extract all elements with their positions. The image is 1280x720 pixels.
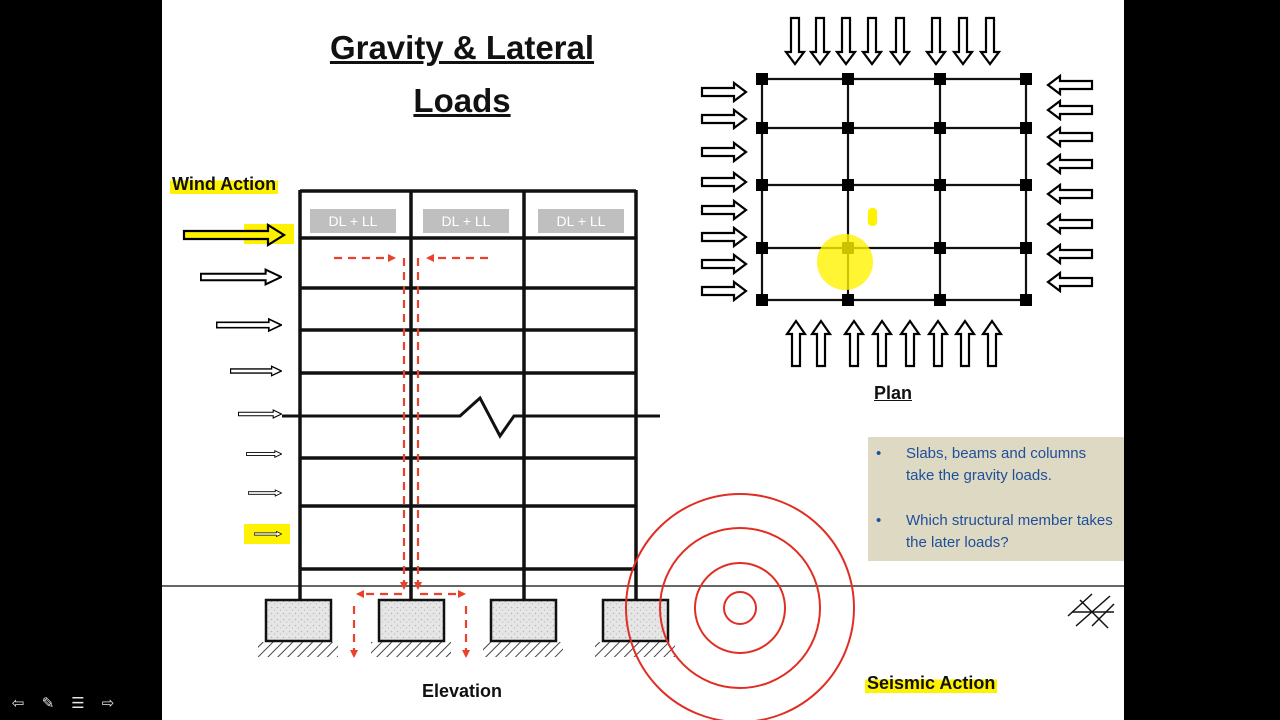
structural-diagram: [162, 16, 1124, 720]
page-title-line-1: Gravity & Lateral: [329, 29, 595, 66]
gravity-load-path: [334, 254, 488, 658]
plan-arrows-left: [700, 80, 748, 303]
left-arrow-icon: [1046, 242, 1094, 266]
wind-arrow-icon: [246, 449, 282, 459]
slideshow-controls: ⇦ ✎ ☰ ⇨: [8, 694, 118, 712]
arrow-right-icon[interactable]: ⇨: [101, 695, 115, 712]
elevation-frame: [298, 189, 638, 600]
down-arrow-icon: [951, 16, 975, 66]
menu-icon[interactable]: ☰: [71, 695, 85, 712]
footing: [258, 598, 338, 657]
up-arrow-icon: [842, 319, 866, 368]
notes-box: Slabs, beams and columns take the gravit…: [868, 437, 1124, 561]
cursor-highlight: [817, 234, 873, 290]
down-arrow-icon: [808, 16, 832, 66]
left-arrow-icon: [1046, 73, 1094, 97]
notes-list: Slabs, beams and columns take the gravit…: [876, 443, 1114, 554]
right-arrow-icon: [700, 140, 748, 164]
scribble-mark: [1067, 593, 1115, 629]
wind-arrow-icon: [248, 488, 282, 498]
left-arrow-icon: [1046, 270, 1094, 294]
right-arrow-icon: [700, 198, 748, 222]
left-arrow-icon: [1046, 98, 1094, 122]
right-arrow-icon: [700, 279, 748, 303]
wind-arrow-icon: [200, 268, 282, 286]
note-bullet: Slabs, beams and columns take the gravit…: [876, 443, 1114, 487]
down-arrow-icon: [924, 16, 948, 66]
up-arrow-icon: [980, 319, 1004, 368]
right-arrow-icon: [700, 107, 748, 131]
up-arrow-icon: [809, 319, 833, 368]
down-arrow-icon: [978, 16, 1002, 66]
wind-arrow-icon: [230, 365, 282, 377]
left-arrow-icon: [1046, 212, 1094, 236]
left-arrow-icon: [1046, 182, 1094, 206]
right-arrow-icon: [700, 80, 748, 104]
down-arrow-icon: [860, 16, 884, 66]
down-arrow-icon: [888, 16, 912, 66]
footings: [258, 598, 675, 657]
plan-columns: [756, 73, 1032, 306]
page-title-line-2: Loads: [413, 82, 511, 119]
up-arrow-icon: [953, 319, 977, 368]
floor-load-label: DL + LL: [310, 209, 396, 233]
right-arrow-icon: [700, 252, 748, 276]
plan-label: Plan: [874, 383, 913, 403]
wind-arrow-icon: [238, 408, 282, 420]
elevation-label: Elevation: [422, 681, 503, 701]
plan-arrows-bottom: [784, 319, 1004, 368]
floor-load-label: DL + LL: [423, 209, 509, 233]
seismic-action-label: Seismic Action: [865, 673, 998, 694]
pen-icon[interactable]: ✎: [41, 695, 55, 712]
wind-action-label: Wind Action: [170, 174, 279, 195]
cursor-mark: [868, 208, 877, 226]
slide: Gravity & Lateral Loads Wind Action Elev…: [162, 0, 1124, 720]
note-bullet: Which structural member takes the later …: [876, 510, 1114, 554]
wind-arrows: [182, 223, 294, 544]
right-arrow-icon: [700, 170, 748, 194]
down-arrow-icon: [834, 16, 858, 66]
wind-arrow-icon: [182, 223, 287, 247]
up-arrow-icon: [926, 319, 950, 368]
down-arrow-icon: [783, 16, 807, 66]
left-arrow-icon: [1046, 125, 1094, 149]
up-arrow-icon: [870, 319, 894, 368]
arrow-left-icon[interactable]: ⇦: [11, 695, 25, 712]
footing: [595, 598, 675, 657]
up-arrow-icon: [784, 319, 808, 368]
plan-arrows-top: [783, 16, 1002, 66]
footing: [371, 598, 451, 657]
section-cut-line: [282, 395, 660, 439]
footing: [483, 598, 563, 657]
left-arrow-icon: [1046, 152, 1094, 176]
plan-arrows-right: [1046, 73, 1094, 294]
seismic-rings: [625, 493, 855, 720]
wind-arrow-icon: [216, 317, 282, 333]
floor-load-label: DL + LL: [538, 209, 624, 233]
right-arrow-icon: [700, 225, 748, 249]
plan-grid: [760, 77, 1028, 302]
up-arrow-icon: [898, 319, 922, 368]
